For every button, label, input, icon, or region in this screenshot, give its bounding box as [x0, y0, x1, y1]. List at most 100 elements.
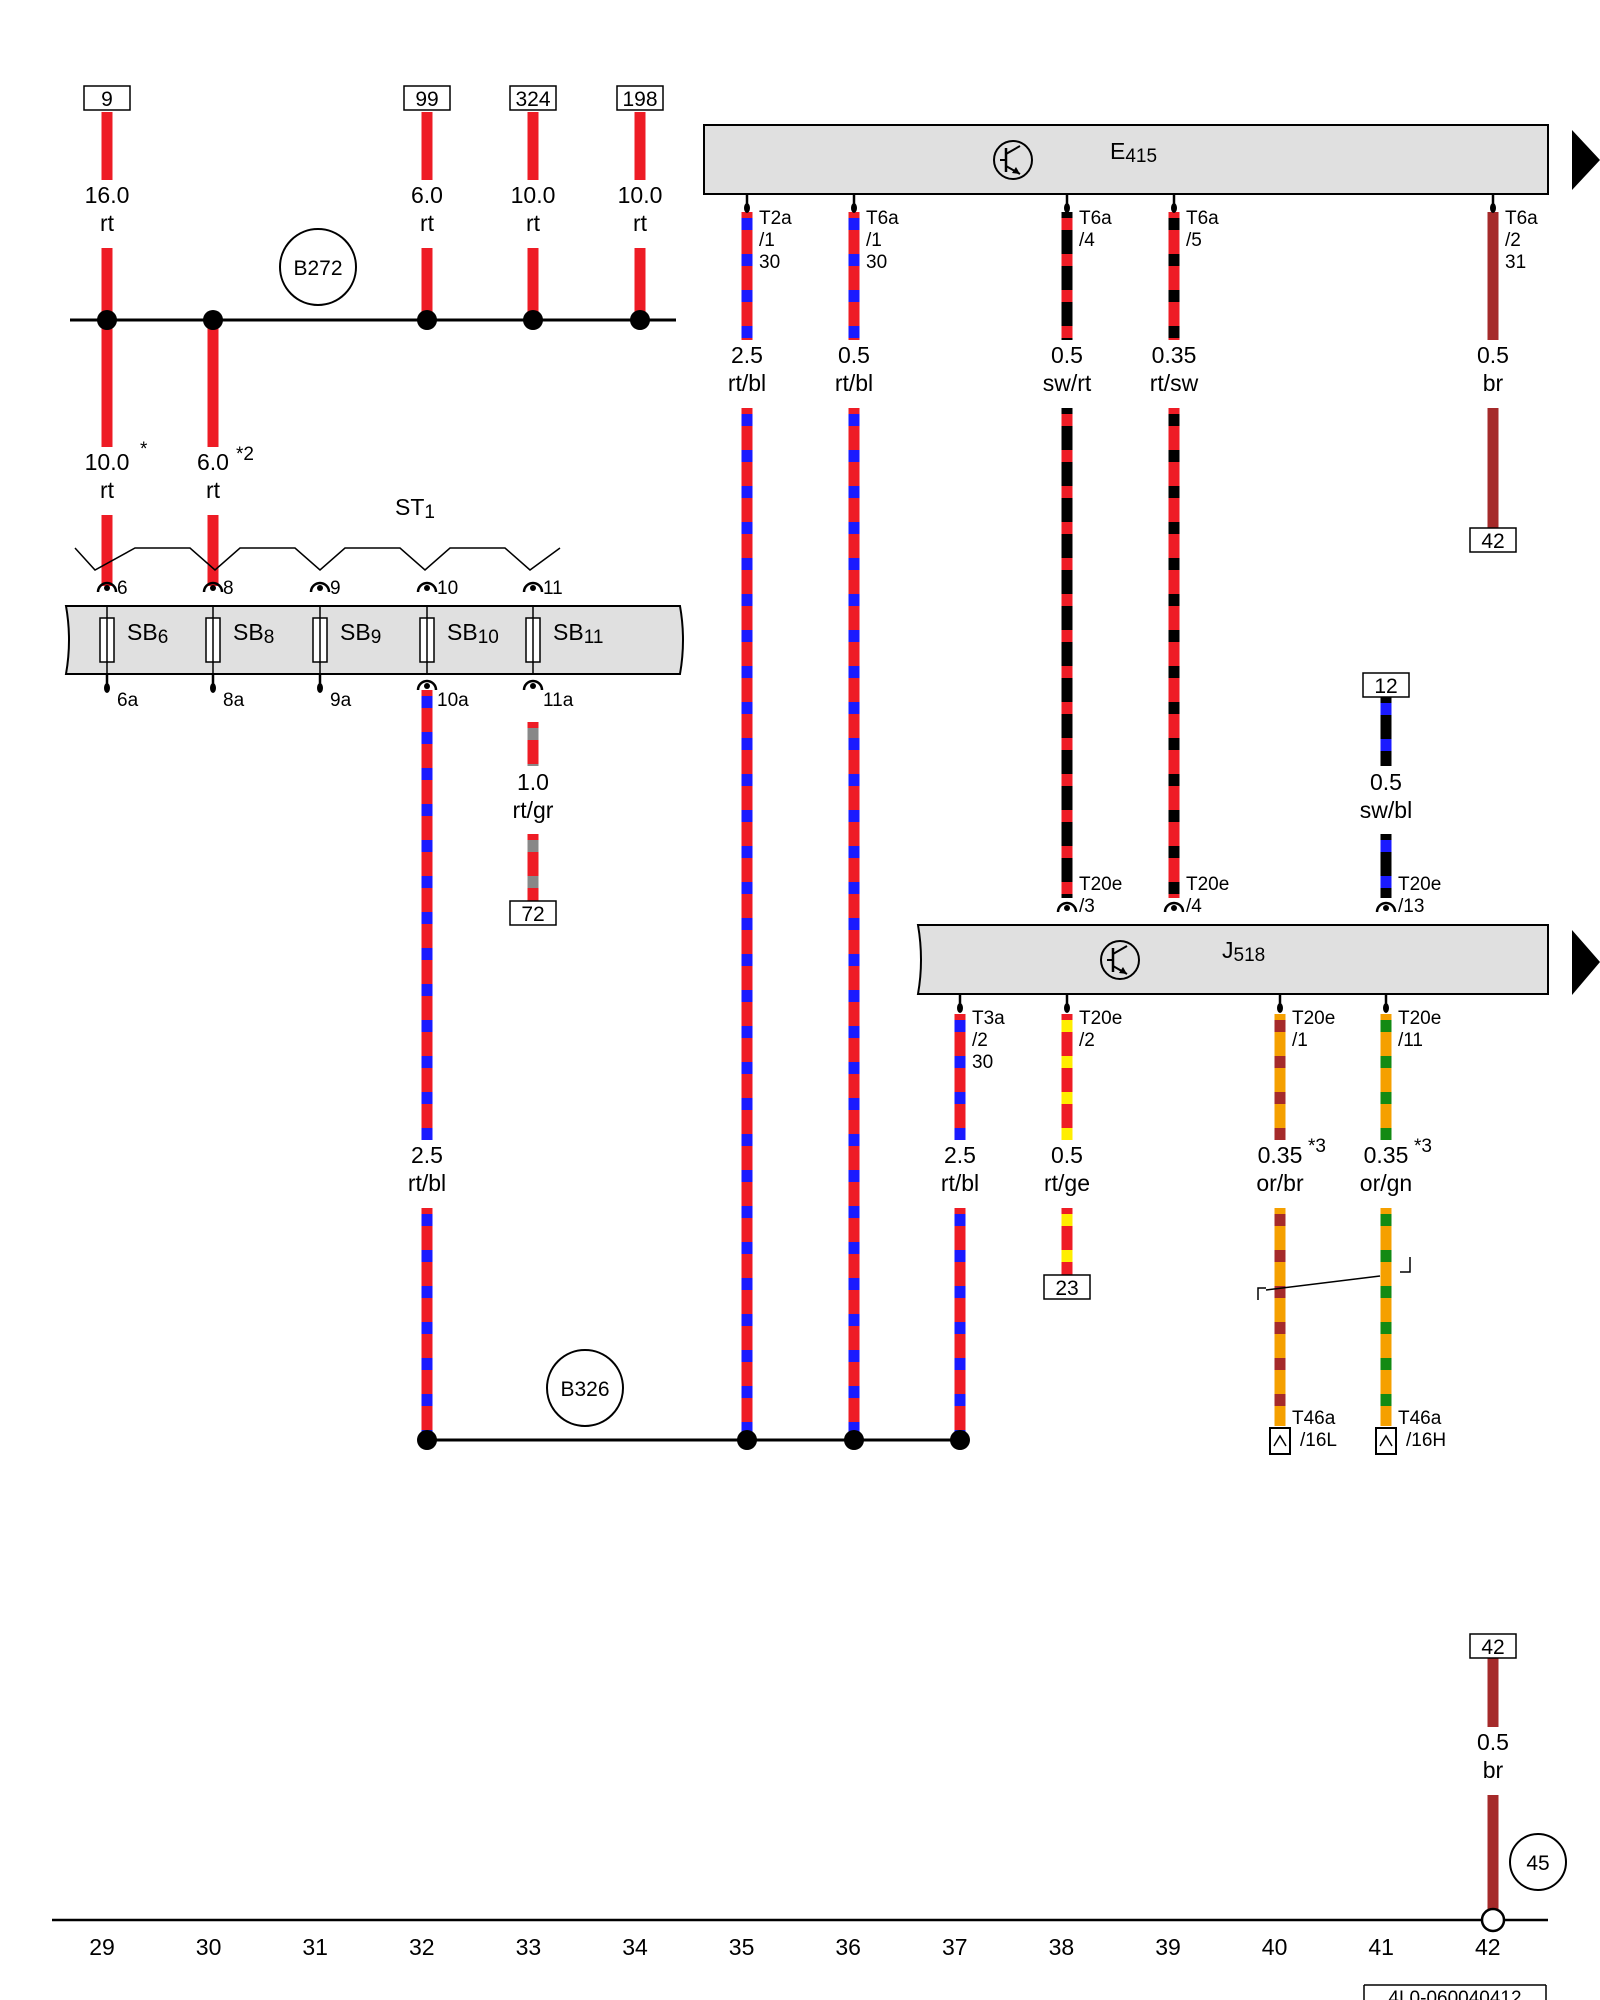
svg-text:T3a/230: T3a/230 — [972, 1008, 1005, 1073]
svg-text:198: 198 — [622, 88, 657, 111]
ref-box-12[interactable]: 12 — [1362, 672, 1410, 698]
wire-size: 1.0 — [517, 769, 549, 795]
node-45[interactable]: 45 — [1509, 1833, 1567, 1891]
column-number: 36 — [835, 1934, 861, 1960]
fuse-top-pin — [309, 581, 331, 593]
wires-group — [101, 112, 1499, 1910]
svg-text:B272: B272 — [293, 257, 342, 280]
column-number: 39 — [1155, 1934, 1181, 1960]
fuse-top-pin — [416, 581, 438, 593]
junction-dot — [844, 1430, 864, 1450]
j518-top-pin — [1375, 901, 1397, 913]
wire-color: br — [1483, 1757, 1504, 1783]
svg-text:T20e/11: T20e/11 — [1398, 1008, 1441, 1051]
column-number: 33 — [516, 1934, 542, 1960]
e415-label: E415 — [1110, 138, 1157, 167]
wire-size: 0.35 — [1258, 1142, 1303, 1168]
wire-color: rt/bl — [728, 370, 766, 396]
terminal-t46a-16h[interactable] — [1375, 1427, 1397, 1455]
wire-size: 10.0 — [618, 182, 663, 208]
svg-text:72: 72 — [521, 903, 544, 926]
svg-text:42: 42 — [1481, 1636, 1504, 1659]
wire-color: rt — [206, 477, 221, 503]
fuse-pin-bottom: 10a — [437, 690, 469, 711]
wire-color: rt/bl — [408, 1170, 446, 1196]
svg-text:B326: B326 — [560, 1378, 609, 1401]
column-number: 32 — [409, 1934, 435, 1960]
node-b272[interactable]: B272 — [279, 228, 357, 306]
svg-text:T6a/130: T6a/130 — [866, 208, 899, 273]
column-number: 34 — [622, 1934, 648, 1960]
svg-text:T20e/2: T20e/2 — [1079, 1008, 1122, 1051]
fuse-pin-bottom: 9a — [330, 690, 352, 711]
j518-bottom-pin — [1277, 994, 1283, 1013]
wire-size: 2.5 — [411, 1142, 443, 1168]
j518-label: J518 — [1222, 937, 1265, 966]
fuse-pin-top: 11 — [543, 578, 563, 599]
terminal-t46a-16l[interactable] — [1269, 1427, 1291, 1455]
j518-component[interactable]: J518 — [916, 924, 1600, 995]
wire-size: 0.5 — [1477, 1729, 1509, 1755]
st1-strip: ST1 — [74, 494, 561, 571]
junction-dot — [523, 310, 543, 330]
wire-size: 0.35 — [1152, 342, 1197, 368]
connector-pins — [96, 194, 1496, 1013]
footnote: *3 — [1308, 1136, 1326, 1157]
fuse-bottom-pin — [522, 679, 544, 691]
wire-color: rt/bl — [835, 370, 873, 396]
wire-size: 6.0 — [411, 182, 443, 208]
ref-box-99[interactable]: 99 — [403, 85, 451, 111]
wire-color: rt/gr — [513, 797, 554, 823]
wire-color: rt — [526, 210, 541, 236]
fuse-label: SB10 — [447, 619, 499, 648]
wire-color: rt — [100, 210, 115, 236]
fuse-pin-top: 9 — [330, 578, 341, 599]
fuse-pin-bottom: 6a — [117, 690, 139, 711]
column-number: 41 — [1368, 1934, 1394, 1960]
fuse-label: SB9 — [340, 619, 381, 648]
svg-text:T46a/16H: T46a/16H — [1398, 1408, 1446, 1451]
fuse-top-pin — [202, 581, 224, 593]
ref-box-198[interactable]: 198 — [616, 85, 664, 111]
svg-text:4L0-060040412: 4L0-060040412 — [1388, 1988, 1521, 2000]
ref-box-23[interactable]: 23 — [1043, 1274, 1091, 1300]
ref-box-42-bottom[interactable]: 42 — [1469, 1633, 1517, 1659]
column-number: 40 — [1262, 1934, 1288, 1960]
ref-box-9[interactable]: 9 — [83, 85, 131, 111]
svg-text:T46a/16L: T46a/16L — [1292, 1408, 1337, 1451]
wire-size: 2.5 — [731, 342, 763, 368]
e415-component[interactable]: E415 — [703, 124, 1600, 195]
e415-pin — [851, 194, 857, 213]
ground-point-42 — [1480, 1907, 1506, 1933]
fuse-label: SB6 — [127, 619, 168, 648]
wire-size: 6.0 — [197, 449, 229, 475]
column-number: 42 — [1475, 1934, 1501, 1960]
fuse-bottom-pin — [210, 674, 216, 693]
junction-dot — [417, 1430, 437, 1450]
column-number: 31 — [302, 1934, 328, 1960]
ref-box-42-top[interactable]: 42 — [1469, 527, 1517, 553]
wire-size: 0.5 — [1051, 342, 1083, 368]
ref-box-72[interactable]: 72 — [509, 900, 557, 926]
fuse-sb9[interactable]: SB9 9 9a — [312, 578, 381, 711]
j518-bottom-pin — [1064, 994, 1070, 1013]
fuse-pin-bottom: 11a — [543, 690, 574, 711]
ref-box-324[interactable]: 324 — [509, 85, 557, 111]
svg-text:324: 324 — [515, 88, 550, 111]
wire-color: rt/sw — [1150, 370, 1199, 396]
junction-dot — [630, 310, 650, 330]
column-number: 38 — [1049, 1934, 1075, 1960]
wire-color: rt — [420, 210, 435, 236]
column-number: 30 — [196, 1934, 222, 1960]
footnote: *3 — [1414, 1136, 1432, 1157]
node-b326[interactable]: B326 — [546, 1349, 624, 1427]
wire-size: 0.5 — [1477, 342, 1509, 368]
svg-text:T6a/231: T6a/231 — [1505, 208, 1538, 273]
